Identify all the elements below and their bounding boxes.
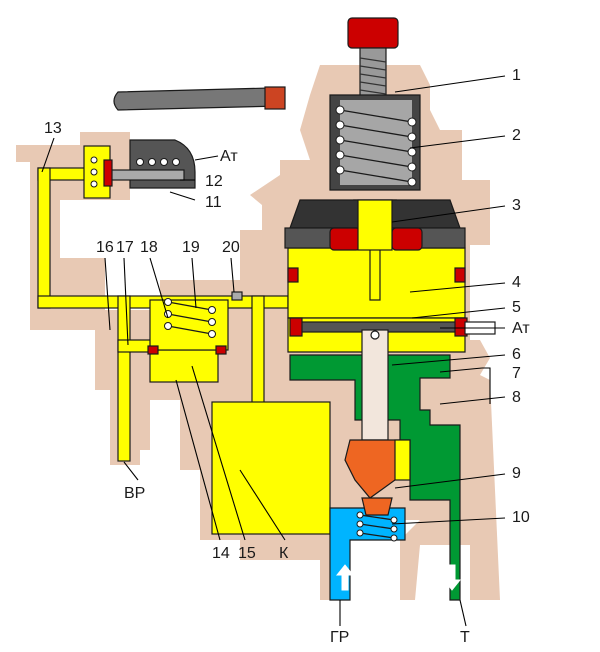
label-17: 17 — [116, 239, 134, 256]
vent-valve-seal — [103, 159, 113, 187]
seal-14-left — [147, 345, 159, 355]
valve-18-assembly — [147, 291, 243, 355]
piston-3-seal-left — [329, 227, 361, 251]
label-8: 8 — [512, 389, 521, 406]
label-14: 14 — [212, 545, 230, 562]
label-k: К — [279, 545, 289, 562]
seal-4-left — [287, 267, 299, 283]
vent-valve-11-12 — [83, 139, 196, 199]
air-channels — [37, 167, 466, 535]
pressure-inlet — [329, 507, 406, 601]
control-handle — [113, 86, 286, 111]
part-labels: 1 2 3 4 5 Ат 6 7 8 9 10 13 Ат 12 11 16 1… — [44, 67, 530, 646]
piston-5 — [287, 267, 496, 441]
label-18: 18 — [140, 239, 158, 256]
adjust-screw-head — [347, 17, 399, 49]
seal-4-right — [454, 267, 466, 283]
label-1: 1 — [512, 67, 521, 84]
label-15: 15 — [238, 545, 256, 562]
spring-19 — [164, 298, 216, 338]
valve-14-body — [149, 349, 219, 383]
label-20: 20 — [222, 239, 240, 256]
arrow-down-icon — [442, 564, 462, 591]
screw-thread — [359, 57, 387, 95]
piston-3-stem-top — [357, 199, 393, 251]
stem-6-pin — [370, 330, 380, 340]
valve-18-chamber — [149, 299, 229, 351]
label-3: 3 — [512, 197, 521, 214]
drain-region — [289, 354, 461, 601]
label-at-top: Ат — [220, 148, 238, 165]
reservoir-k — [211, 401, 331, 535]
label-7: 7 — [512, 365, 521, 382]
main-spring-2 — [335, 105, 417, 187]
label-at-side: Ат — [512, 320, 530, 337]
channel-vr-vertical — [117, 295, 131, 462]
label-9: 9 — [512, 465, 521, 482]
seal-14-right — [215, 345, 227, 355]
label-5: 5 — [512, 299, 521, 316]
label-13: 13 — [44, 120, 62, 137]
vent-spring — [90, 156, 180, 188]
label-2: 2 — [512, 127, 521, 144]
stem-6 — [361, 329, 389, 441]
handle-collar — [264, 86, 286, 110]
inlet-channel-gr — [329, 507, 406, 601]
handle-grip-icon — [113, 87, 282, 111]
arrow-up-icon — [335, 564, 355, 591]
valve-9-side-plug — [394, 439, 411, 481]
label-4: 4 — [512, 274, 521, 291]
label-6: 6 — [512, 346, 521, 363]
leader-lines — [41, 75, 506, 627]
label-t: Т — [460, 629, 470, 646]
label-12: 12 — [205, 173, 223, 190]
label-16: 16 — [96, 239, 114, 256]
valve-9 — [344, 439, 411, 542]
drain-chamber-7 — [289, 354, 461, 601]
label-10: 10 — [512, 509, 530, 526]
valve-9-seat — [361, 497, 393, 516]
valve-spring-10 — [356, 511, 398, 542]
seal-5-left — [289, 317, 303, 337]
channel-13-vertical — [37, 167, 51, 309]
label-gr: ГР — [330, 629, 349, 646]
label-19: 19 — [182, 239, 200, 256]
label-11: 11 — [205, 194, 222, 211]
plug-20 — [231, 291, 243, 301]
piston-3-seal-right — [391, 227, 423, 251]
channel-k-vertical — [251, 295, 265, 407]
upper-assembly — [284, 17, 466, 251]
vent-valve-rod — [105, 169, 185, 181]
label-vr: ВР — [124, 485, 145, 502]
